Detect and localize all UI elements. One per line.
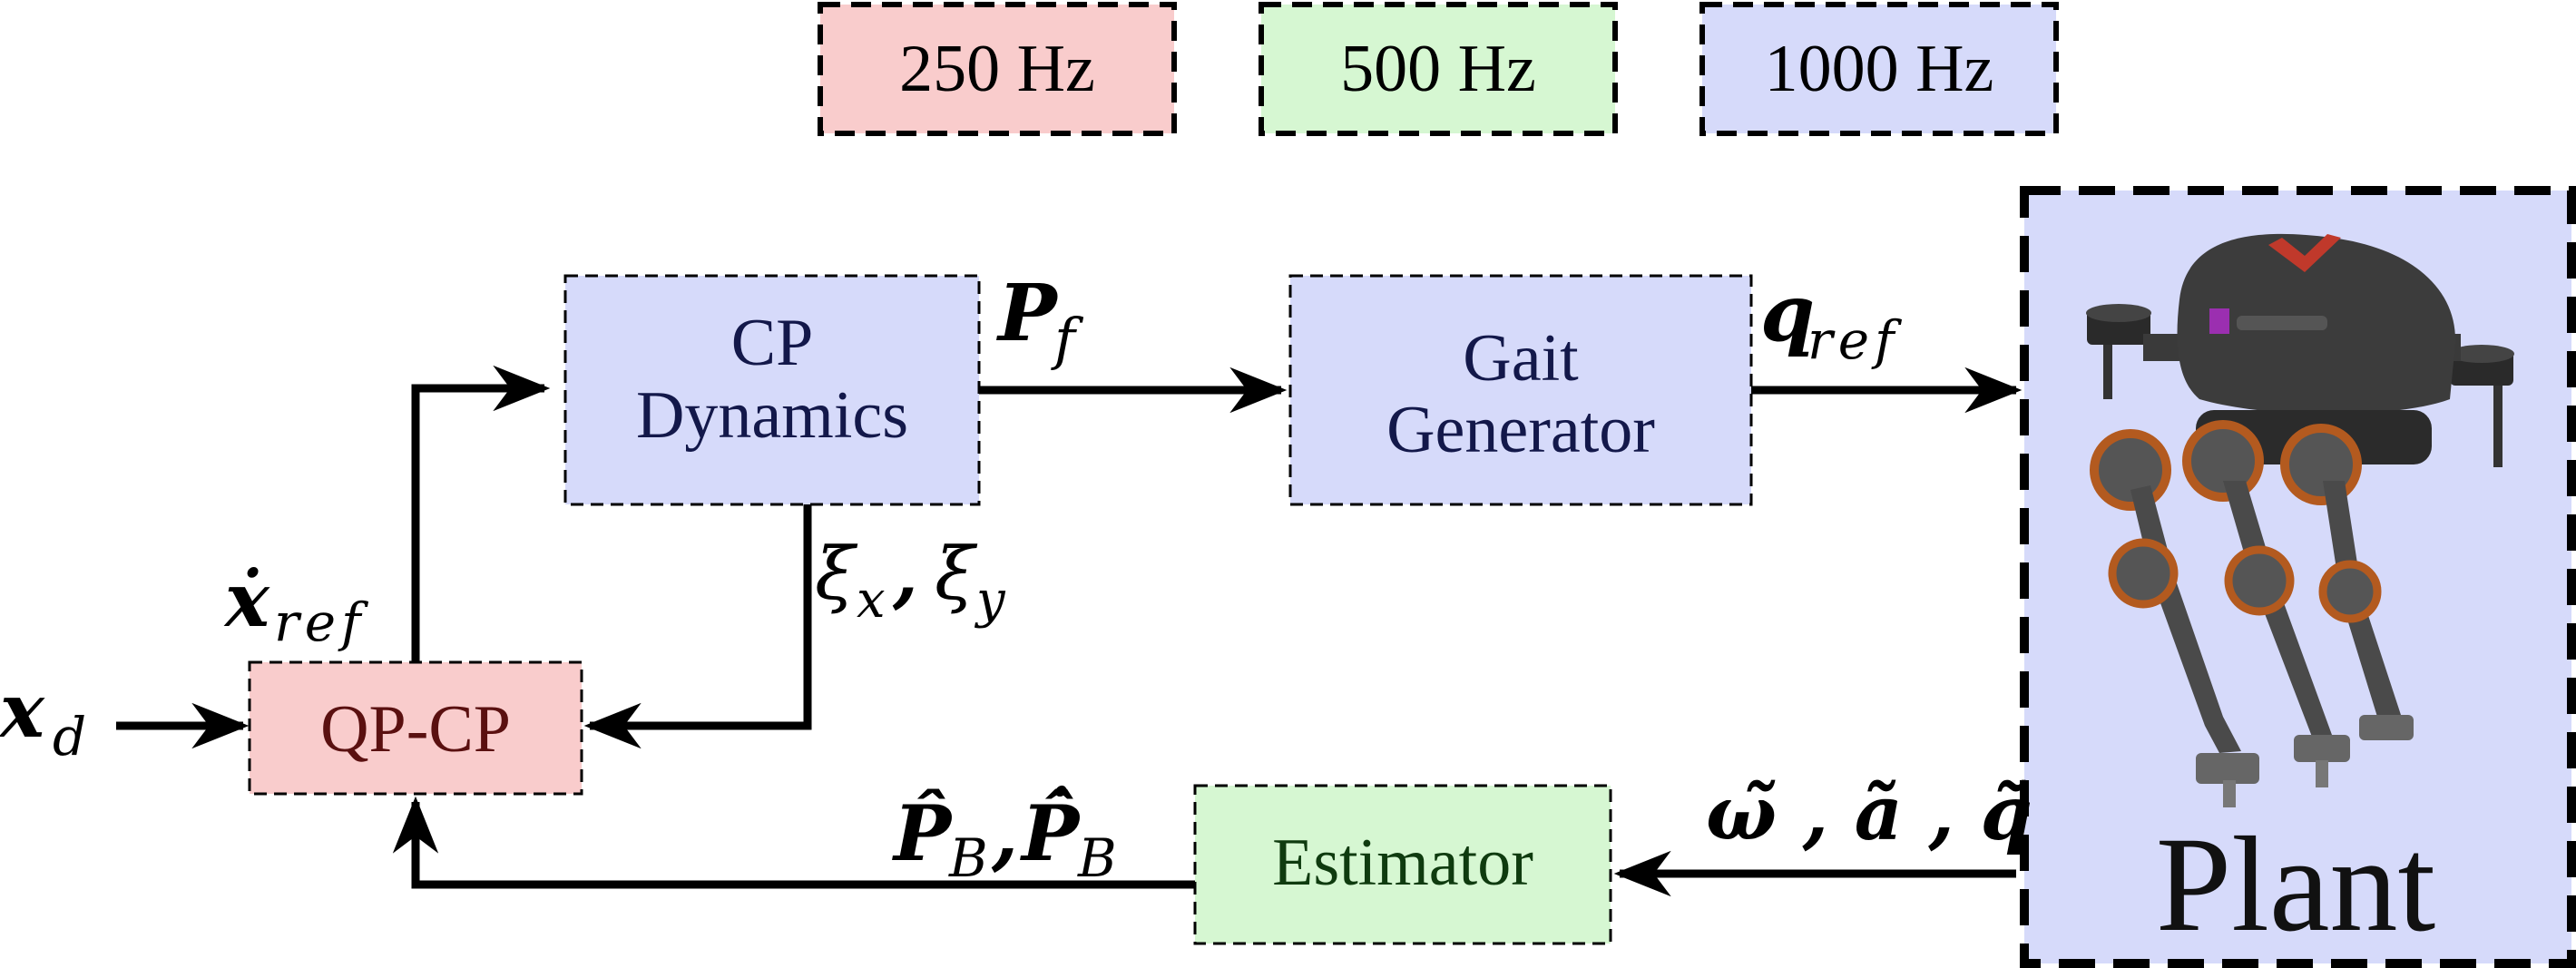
label-x-d: x d	[0, 668, 86, 768]
gait-generator-line1: Gait	[1463, 321, 1579, 396]
legend-label-250hz: 250 Hz	[899, 32, 1095, 106]
label-p-f-main: P	[995, 268, 1059, 359]
arrow-cpdynamics-to-qpcp	[583, 504, 812, 749]
label-p-f-sub: f	[1051, 306, 1084, 372]
biped-robot-image	[2086, 233, 2514, 807]
label-estimates-separator: ,	[991, 788, 1018, 878]
legend-item-1000hz: 1000 Hz	[1699, 2, 2059, 136]
gait-generator-block: Gait Generator	[1288, 274, 1753, 506]
label-p-f: P f	[995, 268, 1084, 372]
label-xi-separator: ,	[892, 531, 918, 616]
label-xi-x-sub: x	[857, 571, 886, 630]
cp-dynamics-line1: CP	[731, 306, 814, 380]
arrow-qpcp-to-cpdynamics	[411, 365, 551, 662]
legend-label-500hz: 500 Hz	[1340, 32, 1536, 106]
plant-block: Plant	[2020, 186, 2576, 968]
label-p-hat-main: P̂	[892, 788, 954, 878]
legend-item-500hz: 500 Hz	[1259, 2, 1618, 136]
estimator-block: Estimator	[1193, 784, 1612, 945]
signal-lines	[116, 365, 2023, 897]
cp-dynamics-block: CP Dynamics	[563, 274, 981, 506]
label-x-d-sub: d	[53, 706, 86, 768]
label-p-hat-dot-main: P̂̇	[1020, 786, 1082, 878]
legend-item-250hz: 250 Hz	[818, 2, 1177, 136]
label-xdot-ref: ẋ ref	[223, 557, 369, 653]
legend: 250 Hz 500 Hz 1000 Hz	[818, 2, 2059, 136]
arrow-estimator-to-qpcp	[392, 796, 1195, 889]
gait-generator-line2: Generator	[1386, 393, 1655, 467]
label-xi: ξ x , ξ y	[815, 531, 1006, 630]
qp-cp-block: QP-CP	[248, 660, 583, 796]
label-sensors: ω̃ , ã , q̃	[1706, 770, 2032, 857]
label-x-d-main: x	[0, 668, 45, 755]
label-xdot-ref-main: ẋ	[223, 557, 270, 644]
label-xdot-ref-sub: ref	[274, 592, 369, 653]
legend-label-1000hz: 1000 Hz	[1765, 32, 1994, 106]
qp-cp-label: QP-CP	[320, 692, 511, 767]
label-q-ref: q ref	[1760, 268, 1903, 371]
label-estimates: P̂ B , P̂̇ B	[892, 786, 1117, 889]
label-xi-x-main: ξ	[815, 532, 858, 616]
label-q-ref-main: q	[1760, 268, 1815, 359]
label-q-ref-sub: ref	[1807, 309, 1903, 371]
label-xi-y-main: ξ	[935, 532, 978, 616]
cp-dynamics-line2: Dynamics	[636, 378, 908, 453]
plant-label: Plant	[2156, 809, 2435, 960]
label-p-hat-dot-sub: B	[1077, 827, 1117, 889]
label-p-hat-sub: B	[948, 827, 988, 889]
estimator-label: Estimator	[1272, 826, 1533, 900]
label-xi-y-sub: y	[974, 571, 1006, 630]
